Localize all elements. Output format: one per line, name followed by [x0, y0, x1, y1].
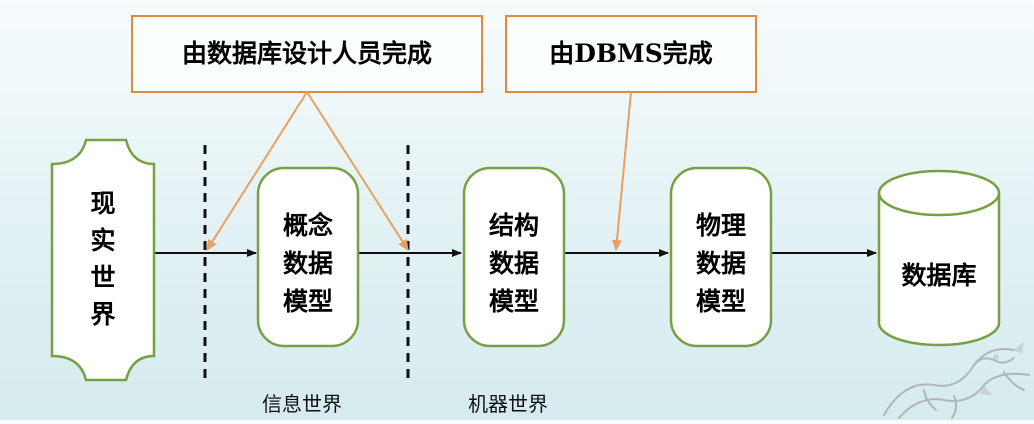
real-world-char-1: 现 [90, 189, 115, 218]
database-label: 数据库 [901, 261, 976, 290]
designer-arrow-right [306, 91, 409, 251]
structural-model-line-2: 数据 [489, 249, 539, 278]
dbms-callout: 由DBMS完成 [505, 15, 757, 93]
dragon-watermark-icon [883, 342, 1030, 419]
physical-model-box: 物理 数据 模型 [669, 166, 773, 348]
structural-model-line-1: 结构 [489, 211, 539, 240]
conceptual-model-line-1: 概念 [283, 211, 333, 240]
real-world-box: 现 实 世 界 [50, 138, 156, 382]
information-world-label: 信息世界 [262, 392, 342, 416]
designer-callout: 由数据库设计人员完成 [131, 15, 483, 93]
designer-callout-label: 由数据库设计人员完成 [182, 39, 432, 68]
conceptual-model-box: 概念 数据 模型 [256, 166, 360, 348]
structural-model-box: 结构 数据 模型 [462, 166, 566, 348]
designer-arrow-left [206, 91, 308, 251]
database-cylinder: 数据库 [877, 169, 1001, 347]
dbms-callout-label: 由DBMS完成 [549, 39, 713, 68]
real-world-char-4: 界 [90, 300, 115, 329]
physical-model-line-2: 数据 [696, 249, 746, 278]
real-world-char-2: 实 [90, 226, 115, 255]
physical-model-line-1: 物理 [696, 211, 746, 240]
physical-model-line-3: 模型 [696, 287, 746, 316]
real-world-char-3: 世 [90, 263, 115, 292]
machine-world-label: 机器世界 [468, 392, 548, 416]
conceptual-model-line-3: 模型 [283, 287, 333, 316]
dbms-arrow [611, 91, 632, 251]
structural-model-line-3: 模型 [489, 287, 539, 316]
conceptual-model-line-2: 数据 [283, 249, 333, 278]
